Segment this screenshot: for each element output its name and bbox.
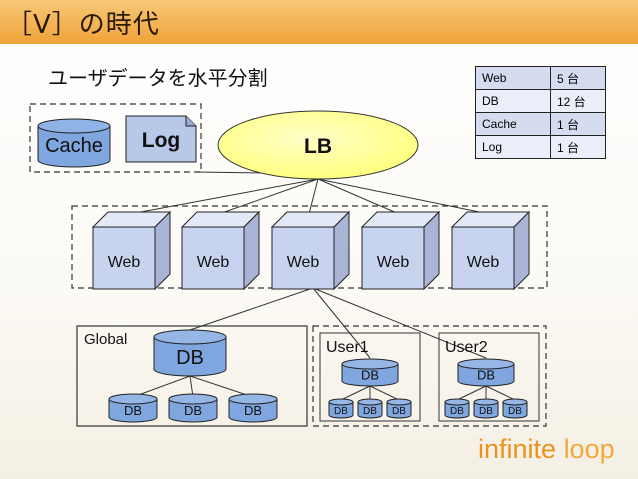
web-server-cube: Web bbox=[91, 210, 172, 291]
count-row: Cache 1 台 bbox=[475, 112, 606, 136]
db-label: DB bbox=[124, 403, 142, 418]
connector-lines bbox=[129, 171, 516, 401]
db-label: DB bbox=[392, 406, 406, 417]
user1-slave-db: DB bbox=[357, 398, 383, 419]
lb-label: LB bbox=[304, 135, 332, 158]
web-servers: Web Web Web Web Web bbox=[91, 210, 531, 291]
global-group-box bbox=[76, 325, 308, 427]
global-slave-db: DB bbox=[168, 393, 218, 423]
db-label: DB bbox=[184, 403, 202, 418]
global-slave-db: DB bbox=[108, 393, 158, 423]
cache-cylinder: Cache bbox=[37, 118, 111, 168]
db-label: DB bbox=[176, 347, 204, 369]
logo-text-1: infinite bbox=[478, 434, 564, 464]
db-label: DB bbox=[361, 368, 379, 383]
web-label: Web bbox=[197, 254, 230, 271]
count-value: 5 台 bbox=[550, 66, 606, 90]
db-label: DB bbox=[450, 406, 464, 417]
db-label: DB bbox=[334, 406, 348, 417]
web-label: Web bbox=[287, 254, 320, 271]
user1-slave-db: DB bbox=[386, 398, 412, 419]
count-name: Log bbox=[475, 135, 551, 159]
user1-master-db: DB bbox=[341, 358, 399, 387]
db-clusters: DB DB DB DB DB DB DB DB DB DB DB DB bbox=[108, 329, 528, 423]
user2-label: User2 bbox=[445, 339, 488, 356]
user2-slave-db: DB bbox=[444, 398, 470, 419]
user2-slave-db: DB bbox=[502, 398, 528, 419]
user2-master-db: DB bbox=[457, 358, 515, 387]
logo-text-2: loop bbox=[563, 434, 615, 464]
web-server-cube: Web bbox=[360, 210, 441, 291]
db-label: DB bbox=[477, 368, 495, 383]
count-row: Log 1 台 bbox=[475, 135, 606, 159]
user2-box bbox=[438, 332, 540, 422]
count-name: DB bbox=[475, 89, 551, 113]
count-name: Cache bbox=[475, 112, 551, 136]
slide-subtitle: ユーザデータを水平分割 bbox=[48, 66, 268, 90]
infinite-loop-logo: infinite loop bbox=[478, 434, 615, 465]
web-server-cube: Web bbox=[450, 210, 531, 291]
web-server-cube: Web bbox=[180, 210, 261, 291]
user1-slave-db: DB bbox=[328, 398, 354, 419]
storage-group-box bbox=[29, 103, 202, 173]
load-balancer: LB bbox=[217, 110, 419, 180]
db-label: DB bbox=[479, 406, 493, 417]
global-label: Global bbox=[84, 331, 127, 348]
user1-label: User1 bbox=[326, 339, 369, 356]
user-group-box bbox=[312, 325, 547, 427]
db-label: DB bbox=[508, 406, 522, 417]
log-label: Log bbox=[142, 129, 180, 152]
count-row: Web 5 台 bbox=[475, 66, 606, 90]
count-value: 12 台 bbox=[550, 89, 606, 113]
count-value: 1 台 bbox=[550, 135, 606, 159]
title-bar bbox=[0, 0, 638, 44]
user2-slave-db: DB bbox=[473, 398, 499, 419]
db-label: DB bbox=[244, 403, 262, 418]
count-row: DB 12 台 bbox=[475, 89, 606, 113]
count-value: 1 台 bbox=[550, 112, 606, 136]
web-label: Web bbox=[108, 254, 141, 271]
global-master-db: DB bbox=[153, 329, 227, 377]
web-label: Web bbox=[467, 254, 500, 271]
slide-title: ［V］の時代 bbox=[6, 10, 160, 40]
global-slave-db: DB bbox=[228, 393, 278, 423]
server-count-table: Web 5 台 DB 12 台 Cache 1 台 Log 1 台 bbox=[475, 66, 606, 159]
cache-label: Cache bbox=[45, 135, 103, 157]
log-box: Log bbox=[125, 115, 197, 163]
web-label: Web bbox=[377, 254, 410, 271]
web-server-cube: Web bbox=[270, 210, 351, 291]
db-label: DB bbox=[363, 406, 377, 417]
user1-box bbox=[319, 332, 421, 422]
